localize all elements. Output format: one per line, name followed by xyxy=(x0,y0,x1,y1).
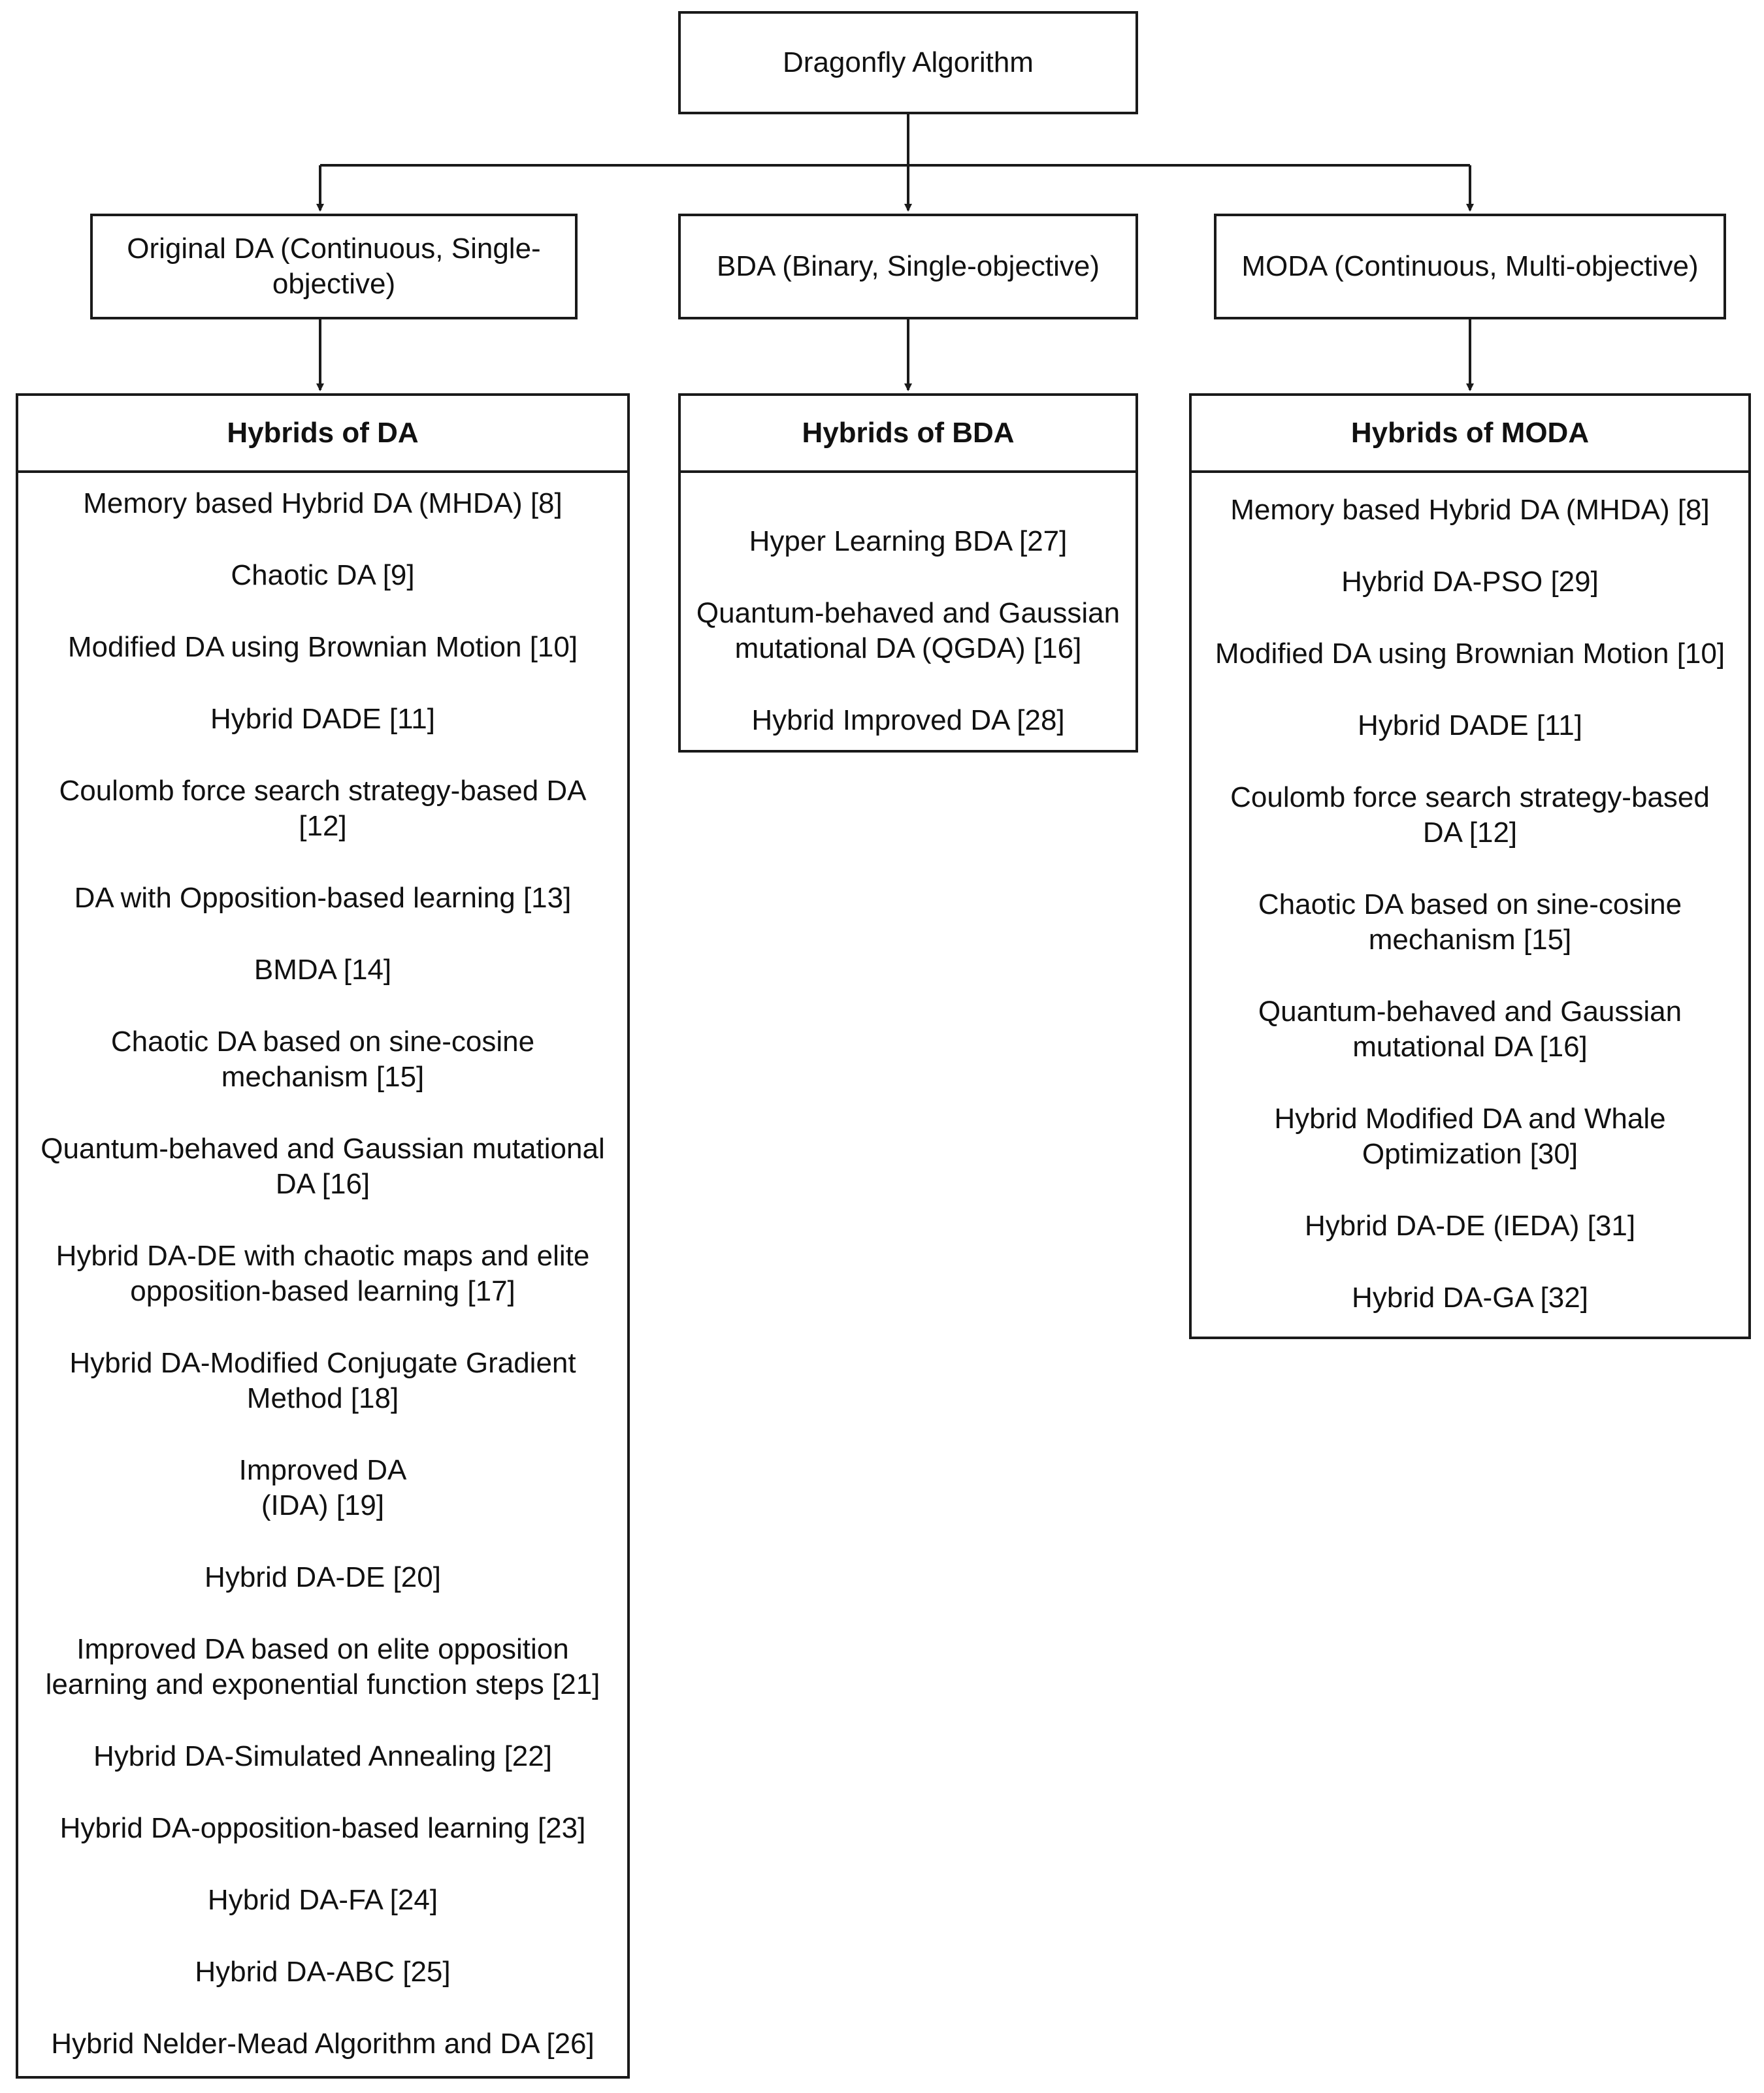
list-item: Coulomb force search strategy-based DA [… xyxy=(1230,781,1710,849)
group-hybrids-da: Hybrids of DA Memory based Hybrid DA (MH… xyxy=(16,393,630,2079)
list-item: BMDA [14] xyxy=(253,954,392,986)
list-item: Hybrid DADE [11] xyxy=(210,703,435,735)
list-item: Improved DA based on elite opposition le… xyxy=(45,1633,600,1700)
group-hybrids-bda-list: Hyper Learning BDA [27] Quantum-behaved … xyxy=(681,473,1135,738)
list-item: Memory based Hybrid DA (MHDA) [8] xyxy=(83,487,563,519)
branch-bda-label: BDA (Binary, Single-objective) xyxy=(716,250,1100,282)
root-node: Dragonfly Algorithm xyxy=(678,11,1138,114)
list-item: Chaotic DA based on sine-cosine mechanis… xyxy=(110,1026,535,1093)
list-item: Chaotic DA [9] xyxy=(231,559,415,591)
group-hybrids-moda-title: Hybrids of MODA xyxy=(1192,396,1748,473)
group-hybrids-moda: Hybrids of MODA Memory based Hybrid DA (… xyxy=(1189,393,1751,1339)
list-item: Hybrid DA-PSO [29] xyxy=(1341,566,1599,598)
branch-moda-label: MODA (Continuous, Multi-objective) xyxy=(1241,250,1699,282)
group-hybrids-da-list: Memory based Hybrid DA (MHDA) [8] Chaoti… xyxy=(18,473,627,2062)
list-item: Quantum-behaved and Gaussian mutational … xyxy=(696,597,1120,664)
list-item: Hybrid Improved DA [28] xyxy=(751,704,1065,736)
group-hybrids-bda: Hybrids of BDA Hyper Learning BDA [27] Q… xyxy=(678,393,1138,753)
list-item: Hybrid DA-FA [24] xyxy=(207,1884,438,1916)
list-item: Hybrid DADE [11] xyxy=(1358,709,1582,741)
root-label: Dragonfly Algorithm xyxy=(783,46,1034,78)
list-item: Hybrid Nelder-Mead Algorithm and DA [26] xyxy=(51,2028,595,2060)
list-item: Quantum-behaved and Gaussian mutational … xyxy=(41,1133,605,1200)
list-item: Hybrid DA-DE [20] xyxy=(204,1561,441,1593)
branch-moda: MODA (Continuous, Multi-objective) xyxy=(1214,214,1726,319)
list-item: Modified DA using Brownian Motion [10] xyxy=(67,631,578,663)
list-item: Coulomb force search strategy-based DA [… xyxy=(59,775,587,842)
group-hybrids-bda-title: Hybrids of BDA xyxy=(681,396,1135,473)
list-item: Hyper Learning BDA [27] xyxy=(749,525,1068,557)
list-item: Hybrid DA-Simulated Annealing [22] xyxy=(93,1740,552,1772)
list-item: Hybrid DA-DE with chaotic maps and elite… xyxy=(56,1240,590,1307)
list-item: DA with Opposition-based learning [13] xyxy=(74,882,572,914)
list-item: Modified DA using Brownian Motion [10] xyxy=(1215,638,1725,670)
list-item: Hybrid Modified DA and Whale Optimizatio… xyxy=(1274,1103,1666,1170)
group-hybrids-moda-list: Memory based Hybrid DA (MHDA) [8] Hybrid… xyxy=(1192,473,1748,1316)
list-item: Hybrid DA-DE (IEDA) [31] xyxy=(1304,1210,1636,1242)
list-item: Hybrid DA-Modified Conjugate Gradient Me… xyxy=(69,1347,576,1414)
list-item: Hybrid DA-ABC [25] xyxy=(195,1956,451,1988)
list-item: Improved DA (IDA) [19] xyxy=(238,1454,407,1521)
group-hybrids-da-title: Hybrids of DA xyxy=(18,396,627,473)
list-item: Hybrid DA-GA [32] xyxy=(1352,1282,1588,1314)
list-item: Chaotic DA based on sine-cosine mechanis… xyxy=(1258,888,1682,956)
list-item: Hybrid DA-opposition-based learning [23] xyxy=(59,1812,586,1844)
branch-original-da: Original DA (Continuous, Single- objecti… xyxy=(90,214,578,319)
branch-original-da-label: Original DA (Continuous, Single- objecti… xyxy=(127,233,541,300)
list-item: Quantum-behaved and Gaussian mutational … xyxy=(1258,996,1682,1063)
branch-bda: BDA (Binary, Single-objective) xyxy=(678,214,1138,319)
list-item: Memory based Hybrid DA (MHDA) [8] xyxy=(1230,494,1710,526)
